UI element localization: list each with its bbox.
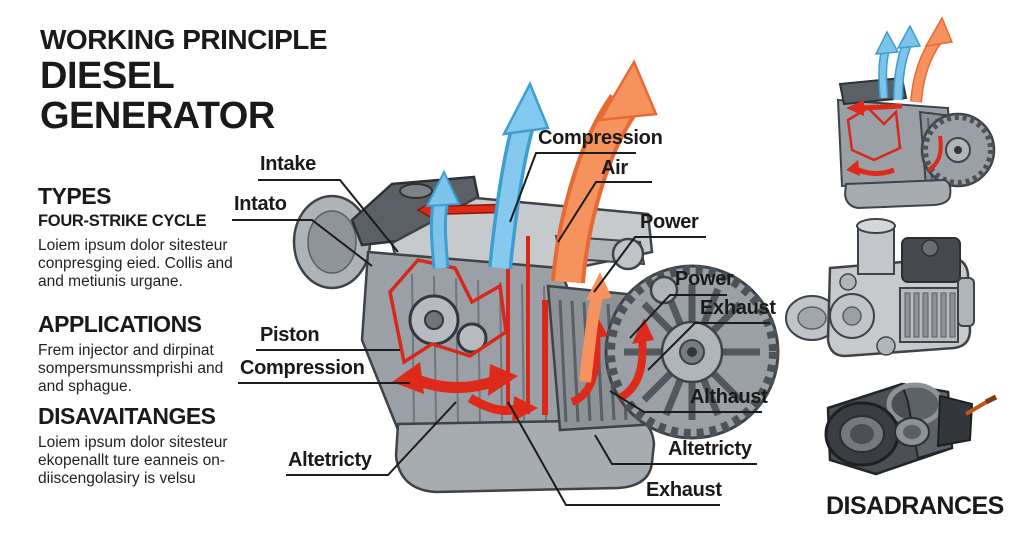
thumbnail-starter (824, 382, 998, 476)
section-heading: APPLICATIONS (38, 311, 202, 337)
callout-power-2: Power (675, 268, 734, 290)
title-line-1: WORKING PRINCIPLE (40, 24, 328, 55)
section-subheading: FOUR-STRIKE CYCLE (38, 212, 207, 231)
right-panel-caption: DISADRANCES (826, 492, 1004, 520)
blue-up-arrow-icon (501, 81, 550, 136)
callout-compression-right: Compression (538, 127, 663, 149)
section-applications: APPLICATIONS Frem injector and dirpinat … (38, 312, 238, 397)
blue-up-arrow-icon (425, 169, 461, 208)
page-title: WORKING PRINCIPLE DIESEL GENERATOR (40, 24, 328, 137)
callout-intato: Intato (234, 193, 287, 215)
callout-altetricty-left: Altetricty (288, 449, 372, 471)
thumbnail-compressor (785, 218, 975, 358)
callout-altetricty-right: Altetricty (668, 438, 752, 460)
thumbnail-engine-flow (836, 16, 996, 210)
title-line-2: DIESEL (40, 55, 175, 97)
callout-power-1: Power (640, 211, 699, 233)
title-line-3: GENERATOR (40, 95, 275, 137)
callout-exhaust-2: Exhaust (646, 479, 722, 501)
callout-leader-lines (232, 152, 770, 506)
section-types: TYPES FOUR-STRIKE CYCLE Loiem ipsum dolo… (38, 184, 238, 292)
callout-air: Air (601, 157, 628, 179)
engine-illustration (292, 59, 780, 494)
section-heading: TYPES (38, 183, 111, 209)
callout-intake: Intake (260, 153, 317, 175)
section-heading: DISAVAITANGES (38, 403, 216, 429)
section-body: Loiem ipsum dolor sitesteur conpresging … (38, 237, 233, 291)
section-disadvantages: DISAVAITANGES Loiem ipsum dolor sitesteu… (38, 404, 238, 489)
callout-piston: Piston (260, 324, 320, 346)
section-body: Frem injector and dirpinat sompersmunssm… (38, 342, 224, 396)
section-body: Loiem ipsum dolor sitesteur ekopenallt t… (38, 434, 228, 488)
callout-compression-left: Compression (240, 357, 365, 379)
callout-althaust: Althaust (690, 386, 768, 408)
orange-up-arrow-icon (597, 59, 658, 122)
callout-exhaust-1: Exhaust (700, 297, 776, 319)
